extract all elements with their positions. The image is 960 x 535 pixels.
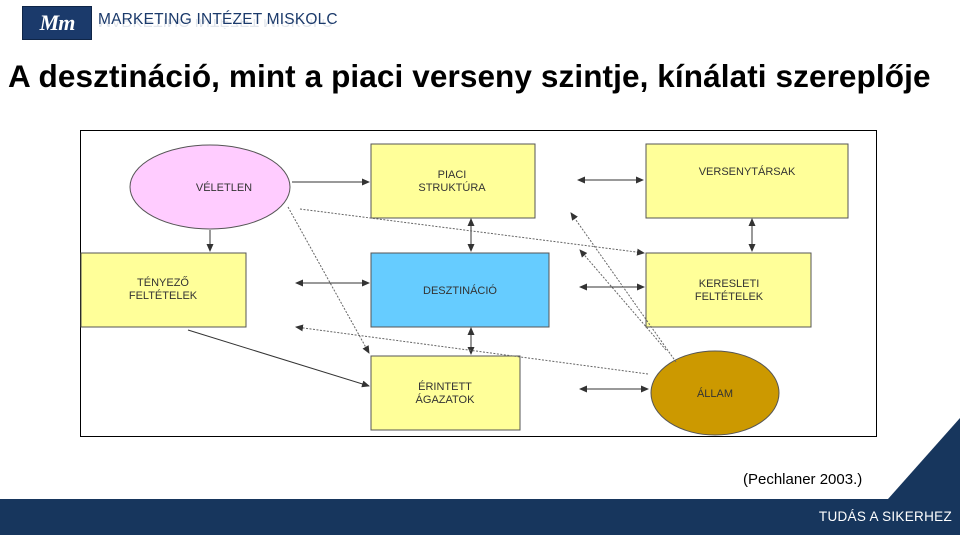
desztinacio-box xyxy=(370,252,550,328)
diagram-arrows xyxy=(187,176,756,393)
citation: (Pechlaner 2003.) xyxy=(743,471,863,488)
footer-bar xyxy=(0,499,960,535)
label-desztinacio: DESZTINÁCIÓ xyxy=(423,284,497,297)
arrow-tenyezo-erintett xyxy=(187,329,370,388)
org-name: MARKETING INTÉZET MISKOLC xyxy=(98,11,338,28)
label-allam: ÁLLAM xyxy=(697,387,733,400)
veletlen-ellipse xyxy=(129,144,291,230)
tenyezo-feltetelek-box xyxy=(80,252,247,328)
institute-logo: Mm xyxy=(22,6,92,40)
erintett-agazatok-box xyxy=(370,355,521,431)
keresleti-feltetelek-box xyxy=(645,252,812,328)
versenytarsak-box xyxy=(645,143,849,219)
arrow-allam-desztinacio xyxy=(295,324,649,375)
allam-ellipse xyxy=(650,350,780,436)
slide-title: A desztináció, mint a piaci verseny szin… xyxy=(8,58,931,94)
label-agazatok: ÁGAZATOK xyxy=(416,393,476,406)
arrow-allam-versenytarsak xyxy=(570,212,677,363)
label-tenyezo: TÉNYEZŐ xyxy=(137,275,189,289)
label-tenyezo-feltetelek: FELTÉTELEK xyxy=(129,289,198,302)
arrow-veletlen-keresleti-diagonal xyxy=(299,208,645,256)
label-keresleti-feltetelek: FELTÉTELEK xyxy=(695,290,764,303)
label-erintett: ÉRINTETT xyxy=(418,380,472,393)
label-versenytarsak: VERSENYTÁRSAK xyxy=(699,165,796,178)
label-struktura: STRUKTÚRA xyxy=(418,181,486,194)
label-veletlen: VÉLETLEN xyxy=(196,181,252,194)
footer-slogan: TUDÁS A SIKERHEZ xyxy=(818,509,952,524)
piaci-struktura-box xyxy=(370,143,536,219)
label-keresleti: KERESLETI xyxy=(699,278,760,290)
arrow-allam-versenytarsak-up xyxy=(579,249,667,351)
label-piaci: PIACI xyxy=(438,169,467,181)
diagram-dashed-arrows xyxy=(287,206,677,375)
